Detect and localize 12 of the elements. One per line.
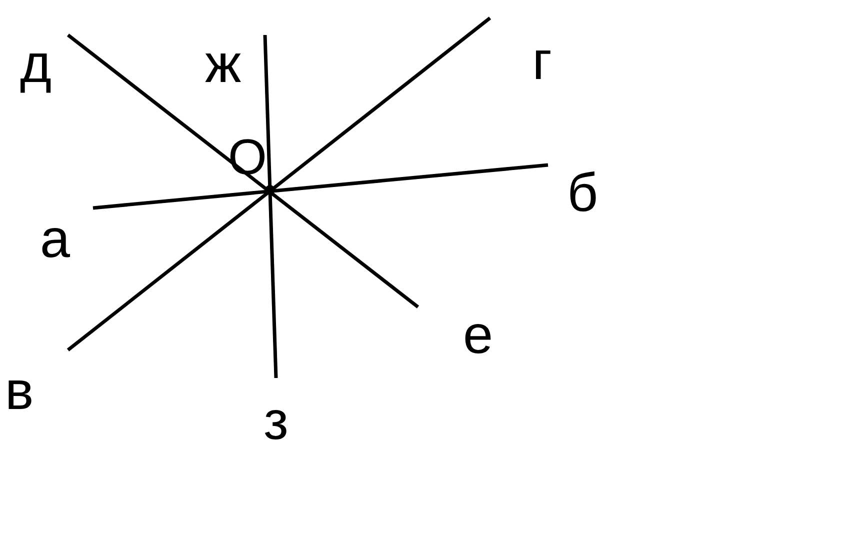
point-label: д — [20, 37, 52, 91]
point-label: б — [567, 166, 598, 220]
point-label: г — [532, 34, 552, 88]
point-label: в — [5, 364, 34, 418]
point-label: ж — [205, 37, 242, 91]
point-label: е — [462, 308, 493, 362]
point-label: з — [264, 394, 288, 448]
straight-line — [92, 163, 548, 210]
point-label: а — [40, 212, 70, 266]
straight-line — [66, 16, 492, 352]
straight-line — [66, 34, 420, 308]
straight-line — [263, 34, 278, 378]
